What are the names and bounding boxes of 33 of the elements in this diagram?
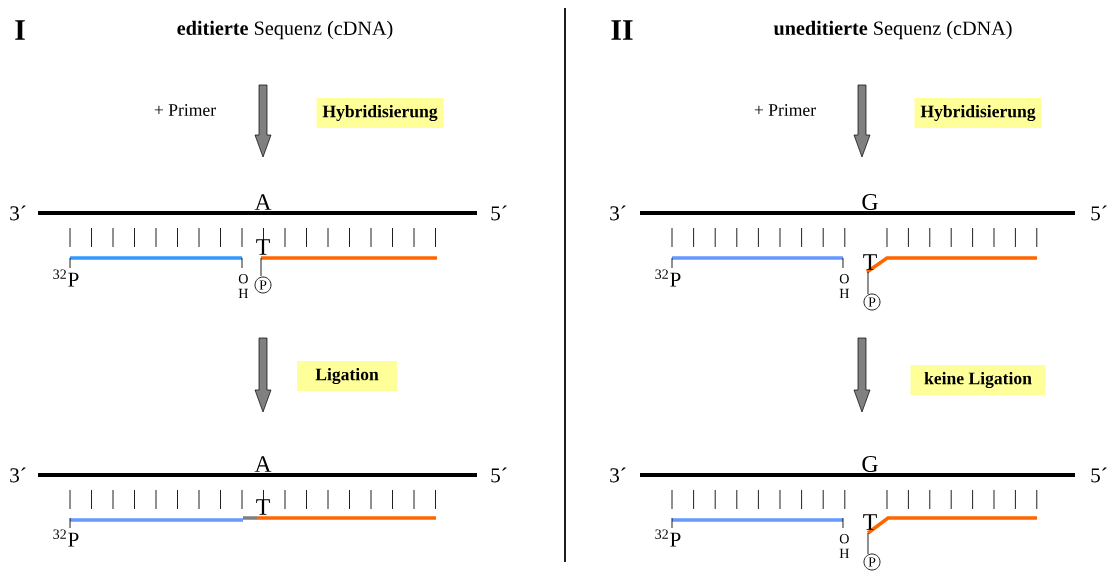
label-mark: $^{32}$P: [655, 529, 681, 547]
base-label: G: [862, 194, 878, 210]
base-label: T: [863, 514, 877, 530]
label-mark: $^{32}$P: [53, 269, 79, 287]
end-label: 5´: [491, 467, 507, 483]
end-label: 3´: [610, 205, 626, 221]
panel-numeral: II: [611, 20, 633, 40]
end-label: 5´: [1091, 467, 1107, 483]
hydroxyl-label: O H: [839, 533, 849, 558]
base-label: A: [254, 194, 272, 210]
primer-label: + Primer: [754, 104, 816, 116]
label-mark: $^{32}$P: [53, 529, 79, 547]
base-label: A: [254, 456, 272, 472]
panel-heading: uneditierte Sequenz (cDNA): [773, 20, 1012, 40]
base-label: T: [256, 499, 270, 515]
hydroxyl-label: O H: [238, 273, 248, 299]
end-label: 5´: [1091, 205, 1107, 221]
base-label: T: [256, 239, 270, 255]
primer-label: + Primer: [154, 104, 216, 116]
end-label: 3´: [10, 205, 26, 221]
end-label: 3´: [10, 467, 26, 483]
base-label: G: [862, 456, 878, 472]
hydroxyl-label: O H: [839, 273, 849, 299]
step-box: Hybridisierung: [914, 98, 1042, 128]
step-box: Hybridisierung: [316, 98, 444, 128]
base-label: T: [863, 254, 877, 270]
panel-heading: editierte Sequenz (cDNA): [177, 20, 393, 40]
end-label: 5´: [491, 205, 507, 221]
panel-numeral: I: [15, 20, 25, 40]
step-box: keine Ligation: [910, 365, 1046, 395]
label-mark: $^{32}$P: [655, 269, 681, 287]
step-box: Ligation: [297, 361, 397, 391]
end-label: 3´: [610, 467, 626, 483]
